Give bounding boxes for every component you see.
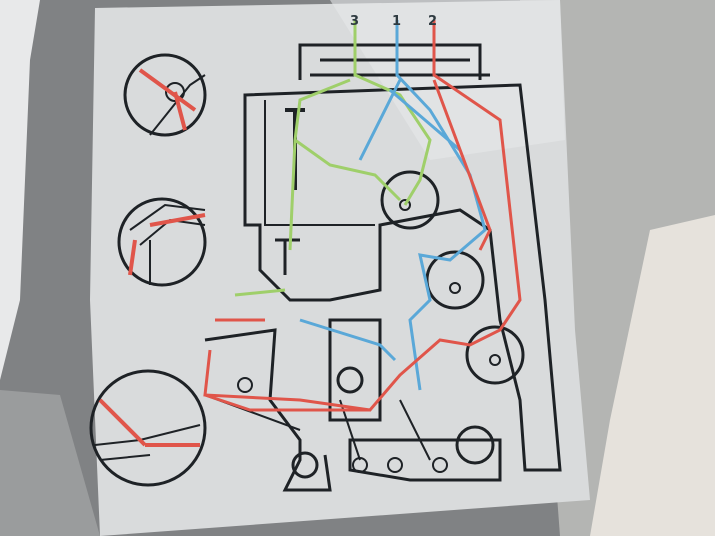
machine-outline	[204, 43, 562, 492]
thread-label-3: 3	[350, 14, 359, 29]
thread-label-1: 1	[392, 14, 401, 29]
foam-right	[590, 215, 715, 536]
red-thread	[203, 20, 522, 412]
inset-upper-looper	[123, 53, 207, 137]
background-bottom-left	[0, 390, 100, 536]
foam-left	[0, 0, 40, 380]
inset-looper-eye	[89, 369, 207, 487]
thread-label-2: 2	[428, 14, 437, 29]
blue-thread	[299, 20, 487, 391]
green-thread	[234, 20, 432, 297]
sticker-glare	[330, 0, 565, 160]
inset-lower-guide	[117, 197, 207, 287]
